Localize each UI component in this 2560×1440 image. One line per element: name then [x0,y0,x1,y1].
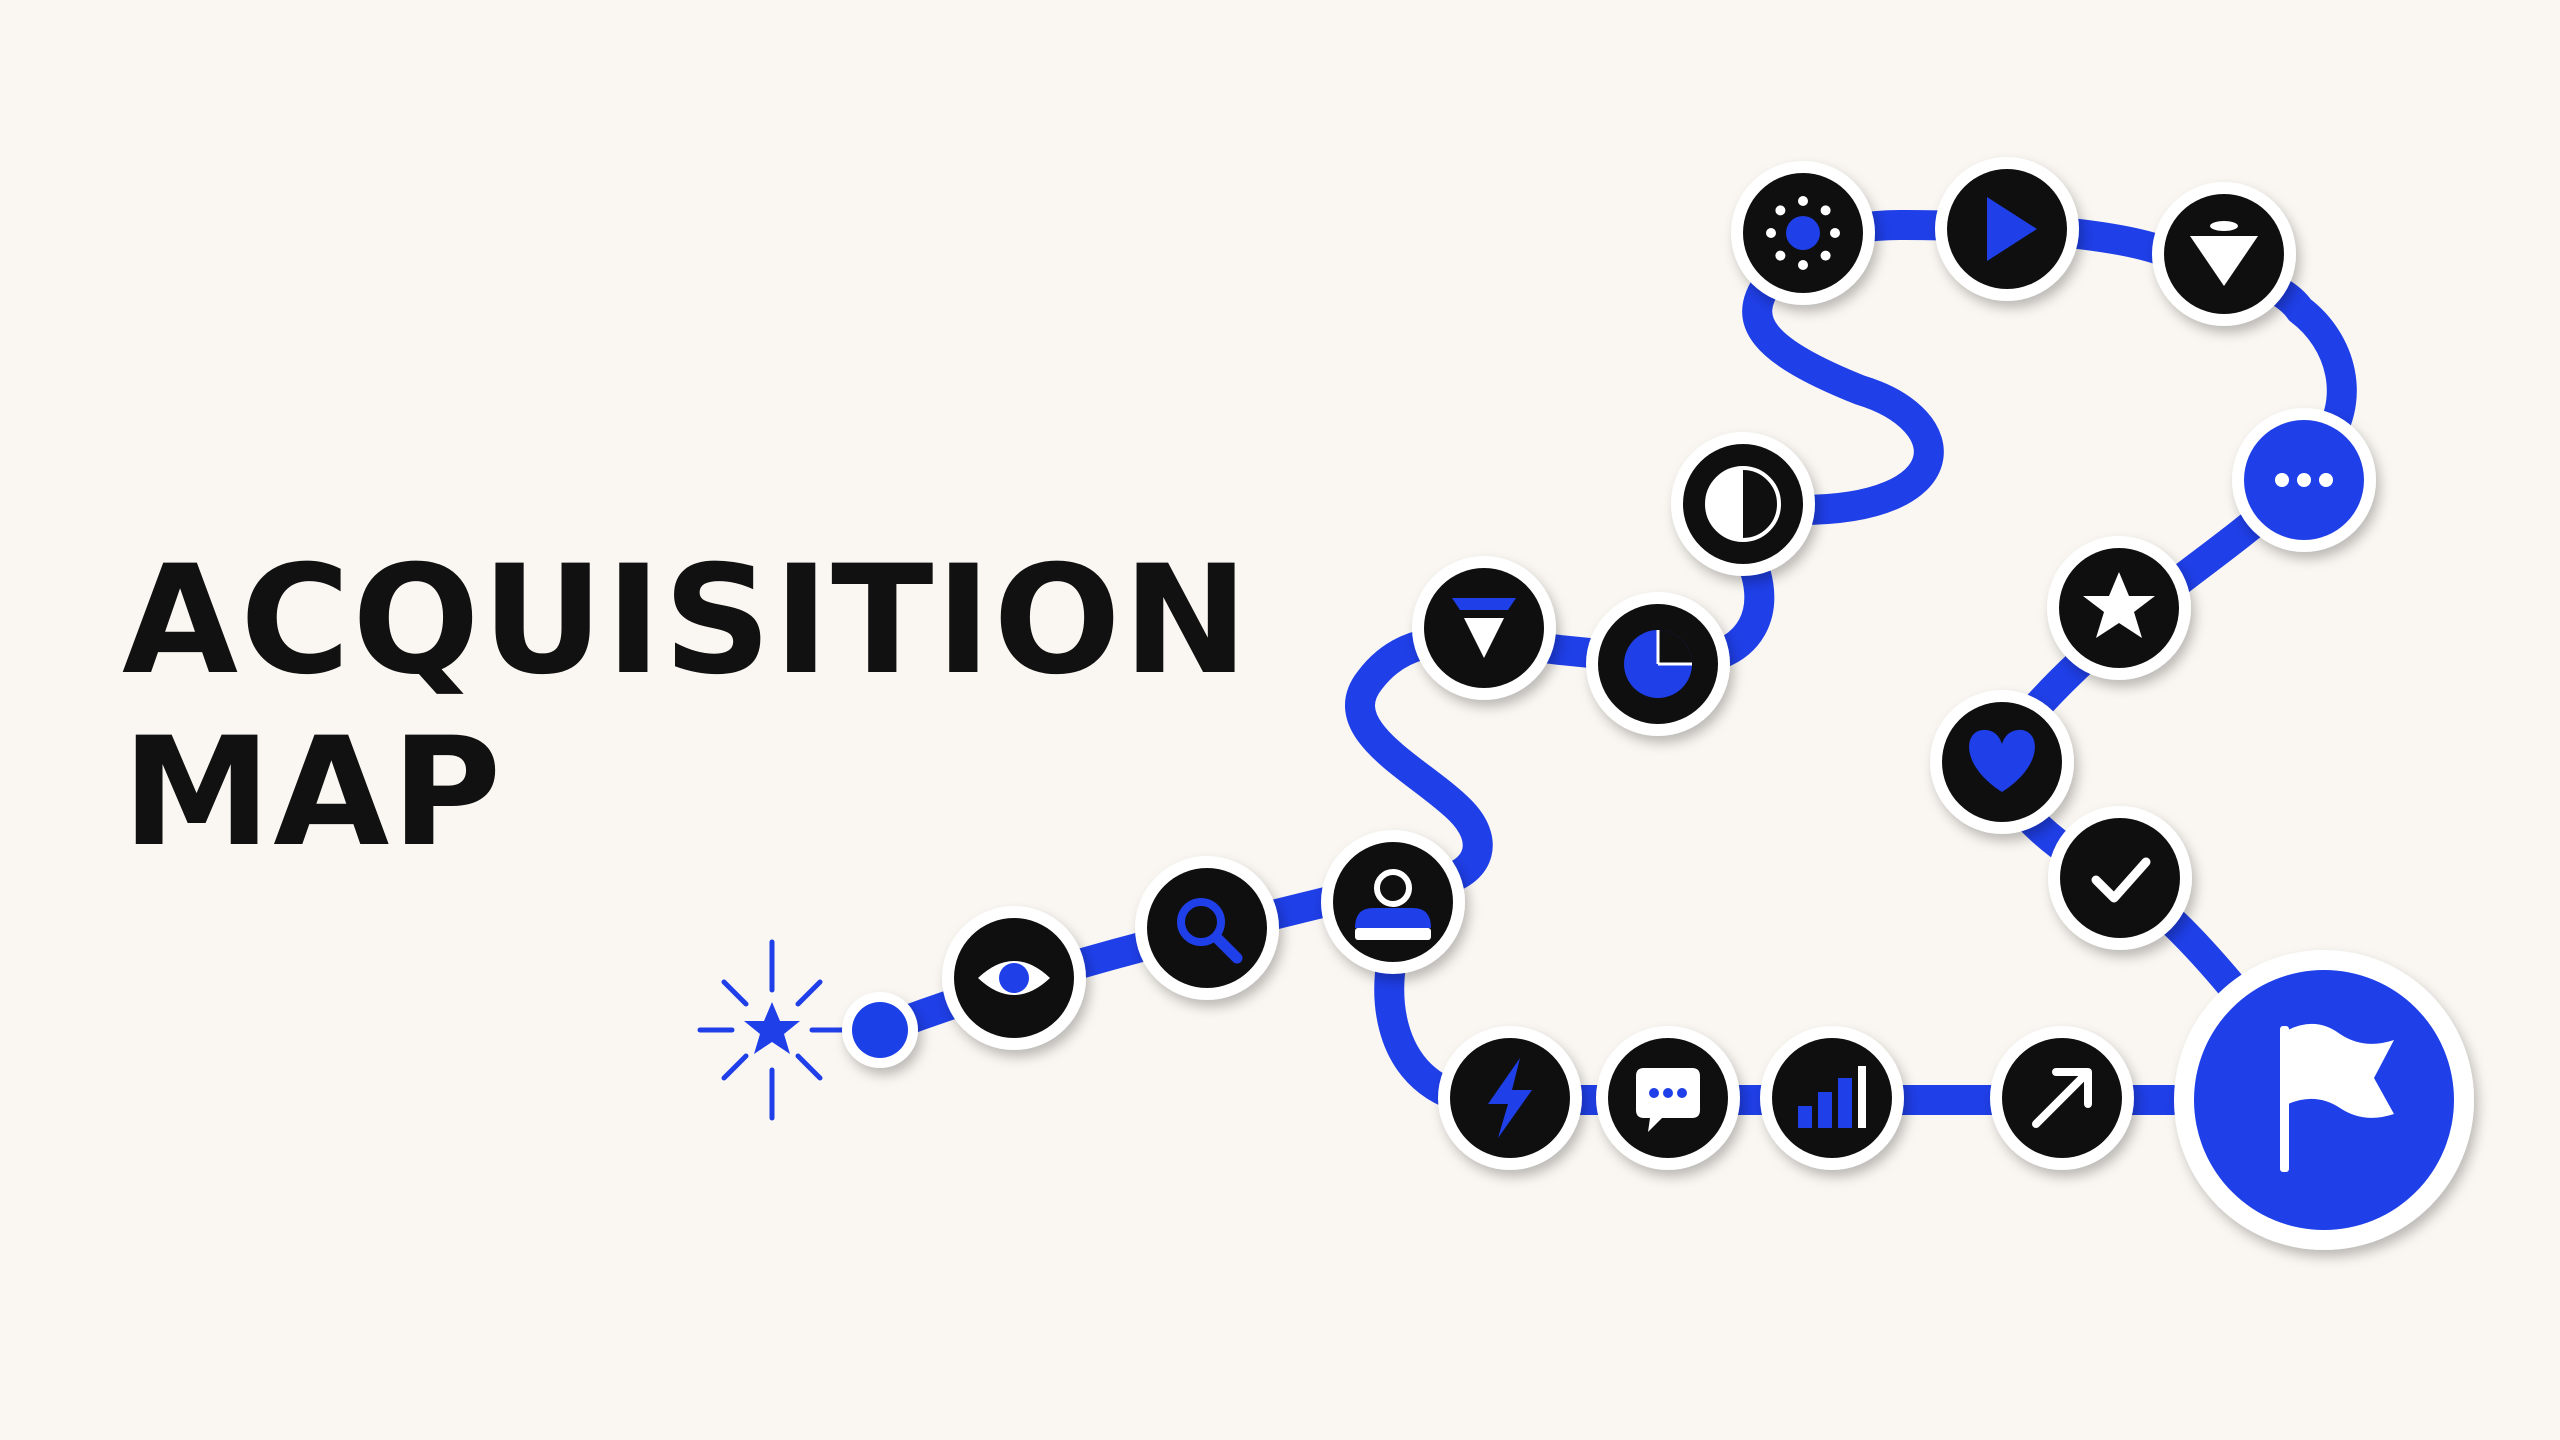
sparkle-star-icon [697,939,847,1121]
stage-node-engage[interactable] [1935,157,2079,301]
stage-node-funnel[interactable] [1412,556,1556,700]
triangle-down-icon [2190,221,2258,286]
stage-node-segment[interactable] [1671,432,1815,576]
stage-node-awareness[interactable] [942,906,1086,1050]
stage-node-options[interactable] [2232,408,2376,552]
arrow-up-right-icon [2032,1068,2092,1128]
stage-node-convert[interactable] [2048,806,2192,950]
start-dot [842,992,918,1068]
title-line-2: MAP [122,706,504,880]
eye-icon [978,961,1050,995]
stage-node-discovery[interactable] [1731,161,1875,305]
stage-node-visitor[interactable] [1321,830,1465,974]
checkmark-icon [2091,857,2151,903]
stage-node-growth[interactable] [1760,1026,1904,1170]
search-icon [1177,898,1243,964]
title-line-1: ACQUISITION [122,534,1251,708]
stage-node-filter[interactable] [2152,182,2296,326]
stage-node-loyalty[interactable] [1930,690,2074,834]
chat-bubble-icon [1636,1068,1700,1132]
bar-chart-icon [1798,1066,1866,1128]
flag-icon [2280,1023,2394,1172]
funnel-icon [1452,598,1516,658]
play-icon [1987,197,2037,261]
heart-icon [1969,729,2035,792]
more-dots-icon [2275,473,2333,487]
user-icon [1355,869,1431,940]
stage-node-favorite[interactable] [2047,536,2191,680]
stage-node-activate[interactable] [1438,1026,1582,1170]
pie-chart-icon [1624,630,1692,698]
lightning-icon [1488,1058,1532,1138]
stage-node-analytics[interactable] [1586,592,1730,736]
stage-node-goal[interactable] [2174,950,2474,1250]
page-title: ACQUISITION MAP [122,535,1250,879]
stage-node-conversation[interactable] [1596,1026,1740,1170]
half-circle-icon [1705,466,1781,542]
stage-node-search[interactable] [1135,856,1279,1000]
star-icon [2083,572,2155,638]
stage-node-scale[interactable] [1990,1026,2134,1170]
dots-ring-icon [1766,196,1840,270]
